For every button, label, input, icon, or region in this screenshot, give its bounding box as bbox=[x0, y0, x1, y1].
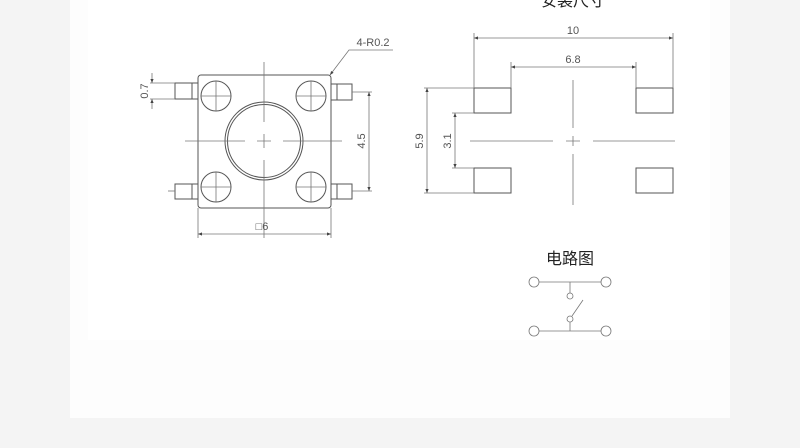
body-size-label: □6 bbox=[256, 221, 269, 233]
pin-pitch-label: 4.5 bbox=[356, 133, 368, 148]
inner-width-label: 6.8 bbox=[565, 54, 580, 66]
corner-holes bbox=[200, 80, 327, 203]
pad bbox=[473, 87, 512, 114]
pcb-footprint: 10 6.8 5.9 3.1 bbox=[414, 25, 675, 205]
circuit-diagram-title: 电路图 bbox=[546, 249, 594, 268]
circuit-diagram bbox=[528, 276, 612, 337]
footprint-center-lines bbox=[470, 80, 675, 205]
pad bbox=[473, 167, 512, 194]
mounting-dimensions-title: 安装尺寸 bbox=[541, 0, 605, 10]
pad bbox=[635, 87, 674, 114]
overall-width-label: 10 bbox=[567, 25, 579, 37]
overall-height-label: 5.9 bbox=[414, 133, 426, 148]
switch-contact bbox=[571, 299, 584, 317]
center-lines bbox=[185, 62, 342, 238]
pad bbox=[635, 167, 674, 194]
pins bbox=[168, 82, 353, 200]
switch-body bbox=[197, 74, 332, 209]
inner-height-label: 3.1 bbox=[442, 133, 454, 148]
switch-top-view: 0.7 4.5 □6 4-R0.2 bbox=[139, 37, 393, 238]
drawing-area bbox=[88, 0, 710, 340]
pin-width-label: 0.7 bbox=[139, 83, 151, 98]
corner-radius-label: 4-R0.2 bbox=[356, 37, 389, 49]
